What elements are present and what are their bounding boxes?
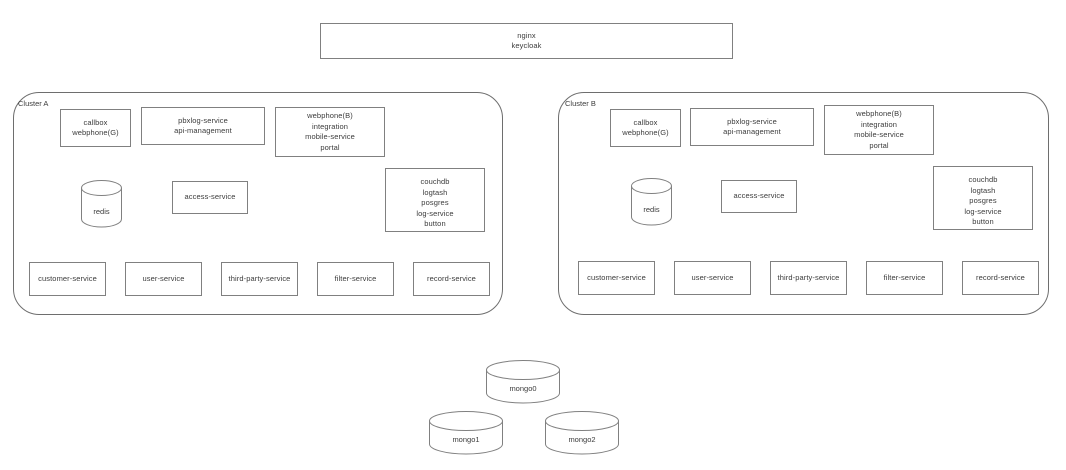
cluster-a-label: Cluster A [18, 99, 49, 108]
user-service-label: user-service [142, 273, 185, 283]
cluster-a-filter-service-node[interactable]: filter-service [317, 262, 394, 296]
cluster-a-webphone-b-node[interactable]: webphone(B) integration mobile-service p… [275, 107, 385, 157]
cluster-b-label: Cluster B [565, 99, 596, 108]
record-service-label: record-service [976, 272, 1025, 282]
access-service-label: access-service [184, 192, 236, 202]
webphone-b-line-3: mobile-service [305, 132, 355, 141]
cluster-a-record-service-node[interactable]: record-service [413, 262, 490, 296]
cluster-b-pbxlog-node[interactable]: pbxlog-service api-management [690, 108, 814, 146]
mongo2-cylinder[interactable]: mongo2 [545, 411, 619, 455]
gateway-node[interactable]: nginx keycloak [320, 23, 733, 59]
filter-service-label: filter-service [334, 273, 377, 283]
cluster-b-user-service-node[interactable]: user-service [674, 261, 751, 295]
webphone-b-line-2: integration [311, 121, 349, 131]
webphone-b-line-2: integration [860, 119, 898, 129]
cluster-b-filter-service-node[interactable]: filter-service [866, 261, 943, 295]
cylinder-shape [486, 360, 560, 404]
pbxlog-line-2: api-management [723, 127, 781, 136]
filter-service-label: filter-service [883, 272, 926, 282]
pbxlog-line-1: pbxlog-service [178, 115, 228, 125]
third-party-service-label: third-party-service [777, 272, 840, 282]
third-party-service-label: third-party-service [228, 273, 291, 283]
couchdb-line-1: couchdb [420, 177, 450, 186]
cluster-b-webphone-b-node[interactable]: webphone(B) integration mobile-service p… [824, 105, 934, 155]
cluster-a-pbxlog-node[interactable]: pbxlog-service api-management [141, 107, 265, 145]
access-service-label: access-service [733, 191, 785, 201]
mongo0-label: mongo0 [509, 384, 537, 393]
cluster-b-access-service-node[interactable]: access-service [721, 180, 797, 213]
couchdb-line-1: couchdb [968, 175, 998, 184]
user-service-label: user-service [691, 272, 734, 282]
gateway-line-2: keycloak [511, 41, 542, 50]
cluster-b-redis-cylinder[interactable]: redis [631, 178, 672, 226]
redis-label: redis [643, 205, 660, 214]
couchdb-line-3: posgres [421, 198, 449, 207]
gateway-line-1: nginx [517, 30, 536, 40]
callbox-line-1: callbox [83, 117, 108, 127]
cylinder-shape [545, 411, 619, 455]
couchdb-line-2: logtash [970, 185, 996, 195]
cluster-a-access-service-node[interactable]: access-service [172, 181, 248, 214]
cluster-a-redis-cylinder[interactable]: redis [81, 180, 122, 228]
cluster-a-user-service-node[interactable]: user-service [125, 262, 202, 296]
couchdb-line-4: log-service [416, 208, 454, 218]
couchdb-line-2: logtash [422, 187, 448, 197]
cluster-b-couchdb-node[interactable]: couchdb logtash posgres log-service butt… [933, 166, 1033, 230]
pbxlog-line-2: api-management [174, 126, 232, 135]
couchdb-line-5: button [424, 219, 446, 228]
cluster-b-callbox-node[interactable]: callbox webphone(G) [610, 109, 681, 147]
cluster-b-third-party-service-node[interactable]: third-party-service [770, 261, 847, 295]
callbox-line-2: webphone(G) [72, 128, 119, 137]
webphone-b-line-4: portal [869, 140, 889, 150]
cluster-a-third-party-service-node[interactable]: third-party-service [221, 262, 298, 296]
webphone-b-line-1: webphone(B) [856, 109, 902, 118]
cluster-a-container[interactable] [13, 92, 503, 315]
cluster-a-couchdb-node[interactable]: couchdb logtash posgres log-service butt… [385, 168, 485, 232]
cluster-b-container[interactable] [558, 92, 1049, 315]
cylinder-shape [81, 180, 122, 228]
webphone-b-line-4: portal [320, 142, 340, 152]
couchdb-line-4: log-service [964, 206, 1002, 216]
cluster-a-callbox-node[interactable]: callbox webphone(G) [60, 109, 131, 147]
customer-service-label: customer-service [38, 273, 97, 283]
cylinder-shape [429, 411, 503, 455]
mongo2-label: mongo2 [568, 435, 596, 444]
mongo1-cylinder[interactable]: mongo1 [429, 411, 503, 455]
callbox-line-2: webphone(G) [622, 128, 669, 137]
redis-label: redis [93, 207, 110, 216]
cluster-b-customer-service-node[interactable]: customer-service [578, 261, 655, 295]
callbox-line-1: callbox [633, 117, 658, 127]
couchdb-line-3: posgres [969, 196, 997, 205]
cluster-a-customer-service-node[interactable]: customer-service [29, 262, 106, 296]
mongo1-label: mongo1 [452, 435, 480, 444]
record-service-label: record-service [427, 273, 476, 283]
webphone-b-line-3: mobile-service [854, 130, 904, 139]
cluster-b-record-service-node[interactable]: record-service [962, 261, 1039, 295]
pbxlog-line-1: pbxlog-service [727, 116, 777, 126]
customer-service-label: customer-service [587, 272, 646, 282]
webphone-b-line-1: webphone(B) [307, 111, 353, 120]
couchdb-line-5: button [972, 217, 994, 226]
mongo0-cylinder[interactable]: mongo0 [486, 360, 560, 404]
cylinder-shape [631, 178, 672, 226]
